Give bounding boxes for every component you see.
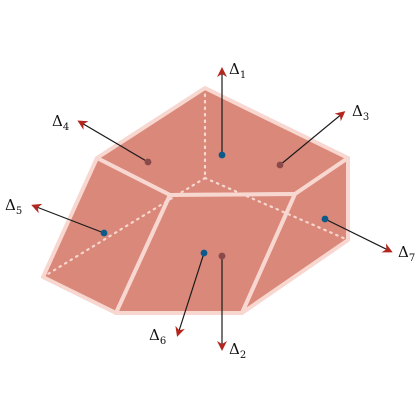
label-delta-7: Δ7	[398, 243, 415, 264]
vector-labels: Δ1 Δ2 Δ3 Δ4 Δ5 Δ6 Δ7	[5, 60, 415, 361]
point-delta-1	[218, 151, 226, 159]
vector-base-points	[100, 151, 329, 260]
hidden-edge-left	[41, 176, 207, 279]
label-delta-5: Δ5	[5, 196, 22, 217]
normal-vectors	[31, 67, 393, 351]
arrow-delta-7	[324, 218, 393, 253]
hidden-edge-right	[203, 176, 350, 242]
point-delta-3	[276, 161, 284, 169]
label-delta-4: Δ4	[52, 112, 69, 133]
point-delta-2	[218, 252, 226, 260]
right-face	[240, 156, 350, 315]
label-delta-6: Δ6	[149, 326, 166, 347]
label-delta-3: Δ3	[352, 102, 369, 123]
point-delta-7	[321, 215, 329, 223]
arrow-delta-5	[31, 203, 105, 234]
point-delta-4	[144, 158, 152, 166]
arrow-delta-3	[279, 111, 346, 166]
arrow-delta-6	[175, 252, 205, 337]
point-delta-6	[200, 249, 208, 257]
arrow-delta-4	[77, 120, 149, 163]
hidden-edges	[41, 86, 350, 279]
label-delta-2: Δ2	[229, 340, 246, 361]
label-delta-1: Δ1	[229, 60, 246, 81]
point-delta-5	[100, 229, 108, 237]
